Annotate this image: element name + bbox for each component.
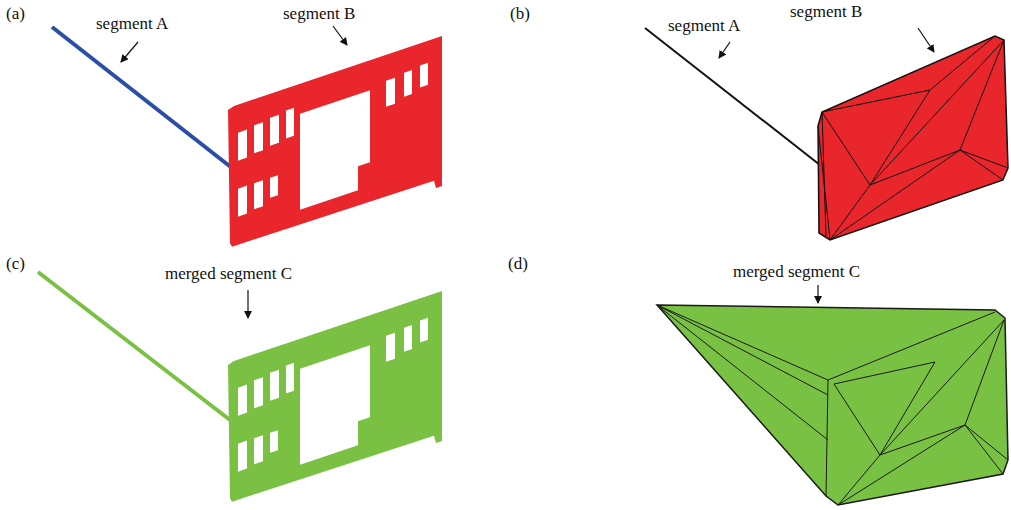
merged-cloud <box>228 291 442 510</box>
merged-hull <box>657 305 1008 505</box>
panel-letter: (b) <box>510 4 530 24</box>
leader-arrow <box>918 28 934 52</box>
merged-line <box>38 272 230 420</box>
panel-letter: (a) <box>6 4 25 24</box>
leader-arrow <box>719 42 730 58</box>
leader-arrow <box>247 290 248 318</box>
segment-a-line <box>645 28 820 165</box>
segment-label: merged segment C <box>165 264 292 284</box>
panel-letter: (c) <box>6 254 25 274</box>
panel-letter: (d) <box>508 254 528 274</box>
segment-label: segment B <box>283 4 355 24</box>
segment-label: segment A <box>96 14 168 34</box>
segment-label: merged segment C <box>733 262 860 282</box>
segment-label: segment A <box>668 16 740 36</box>
leader-arrow <box>121 42 138 62</box>
segment-b-hull <box>818 36 1008 240</box>
leader-arrow <box>817 285 818 303</box>
segment-label: segment B <box>790 2 862 22</box>
segment-a-line <box>52 27 232 168</box>
segment-b-cloud <box>228 36 442 258</box>
leader-arrow <box>333 26 347 45</box>
